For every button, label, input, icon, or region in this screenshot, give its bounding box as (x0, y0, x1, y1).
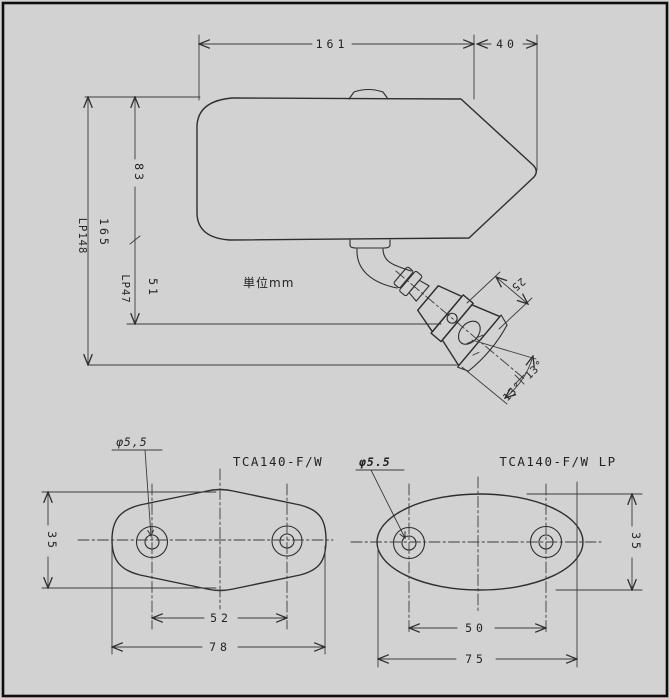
model-label-fw: TCA140-F/W (233, 454, 323, 469)
dim-label-lp47: LP47 (119, 274, 131, 303)
clamp-pad-hole (457, 320, 481, 345)
angle-tick (514, 374, 525, 385)
dim-label-25: 25 (508, 275, 527, 294)
hatch-mark (472, 352, 480, 356)
mirror-stem-flange (349, 239, 391, 249)
dim-label-51: 51 (146, 278, 160, 298)
gasket-fw-view: TCA140-F/W φ5,5 35 52 78 (41, 435, 334, 655)
dim-label-83: 83 (132, 163, 146, 183)
mirror-side-view: 161 40 83 51 LP47 165 LP148 (76, 34, 547, 405)
dim-label-lp148: LP148 (76, 218, 88, 255)
dim-label-78: 78 (209, 640, 231, 654)
clamp-foot (456, 314, 508, 372)
dim-line-25 (496, 277, 528, 304)
unit-note: 単位mm (243, 275, 294, 290)
dim-label-165: 165 (97, 218, 111, 248)
mirror-head-outline (196, 97, 537, 241)
hatch-mark (476, 334, 484, 339)
clamp-nut (408, 279, 430, 302)
arm-collar-ring (393, 266, 414, 289)
dim-label-35-fwlp: 35 (629, 532, 643, 552)
dim-label-161: 161 (316, 37, 349, 51)
mirror-arm-outer (356, 248, 398, 289)
angle-ray-upper (471, 339, 537, 360)
hatch-mark (466, 340, 474, 345)
dim-label-40: 40 (496, 37, 518, 51)
dim-label-75: 75 (465, 652, 487, 666)
hole-dia-label-fwlp: φ5.5 (358, 455, 391, 469)
angle-label-2: 13° (523, 358, 547, 382)
mirror-top-knob (348, 88, 389, 100)
hole-dia-label-fw: φ5,5 (116, 435, 148, 449)
leader-line (144, 449, 151, 536)
angle-ray-lower (461, 366, 508, 405)
dim-label-35-fw: 35 (45, 531, 59, 551)
dim-label-50: 50 (465, 621, 487, 635)
ext-line-25 (466, 271, 501, 304)
angle-label-1: 13° (501, 380, 525, 404)
angle-arc (505, 356, 533, 398)
dim-label-52: 52 (210, 611, 232, 625)
clamp-bracket (393, 266, 527, 381)
mirror-arm-inner (382, 248, 412, 272)
clamp-screw (446, 312, 458, 324)
leader-line (370, 469, 405, 538)
gasket-fwlp-view: TCA140-F/W LP φ5.5 35 50 75 (350, 454, 643, 668)
model-label-fwlp: TCA140-F/W LP (499, 454, 616, 469)
